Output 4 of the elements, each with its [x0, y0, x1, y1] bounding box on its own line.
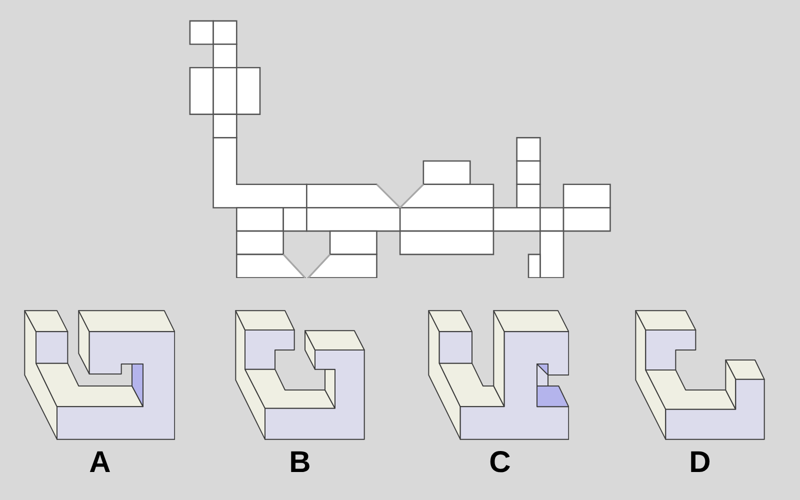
option-letter: A: [89, 448, 111, 478]
option-letter: C: [489, 448, 511, 478]
option-letter: D: [689, 448, 711, 478]
option-letter: B: [289, 448, 311, 478]
